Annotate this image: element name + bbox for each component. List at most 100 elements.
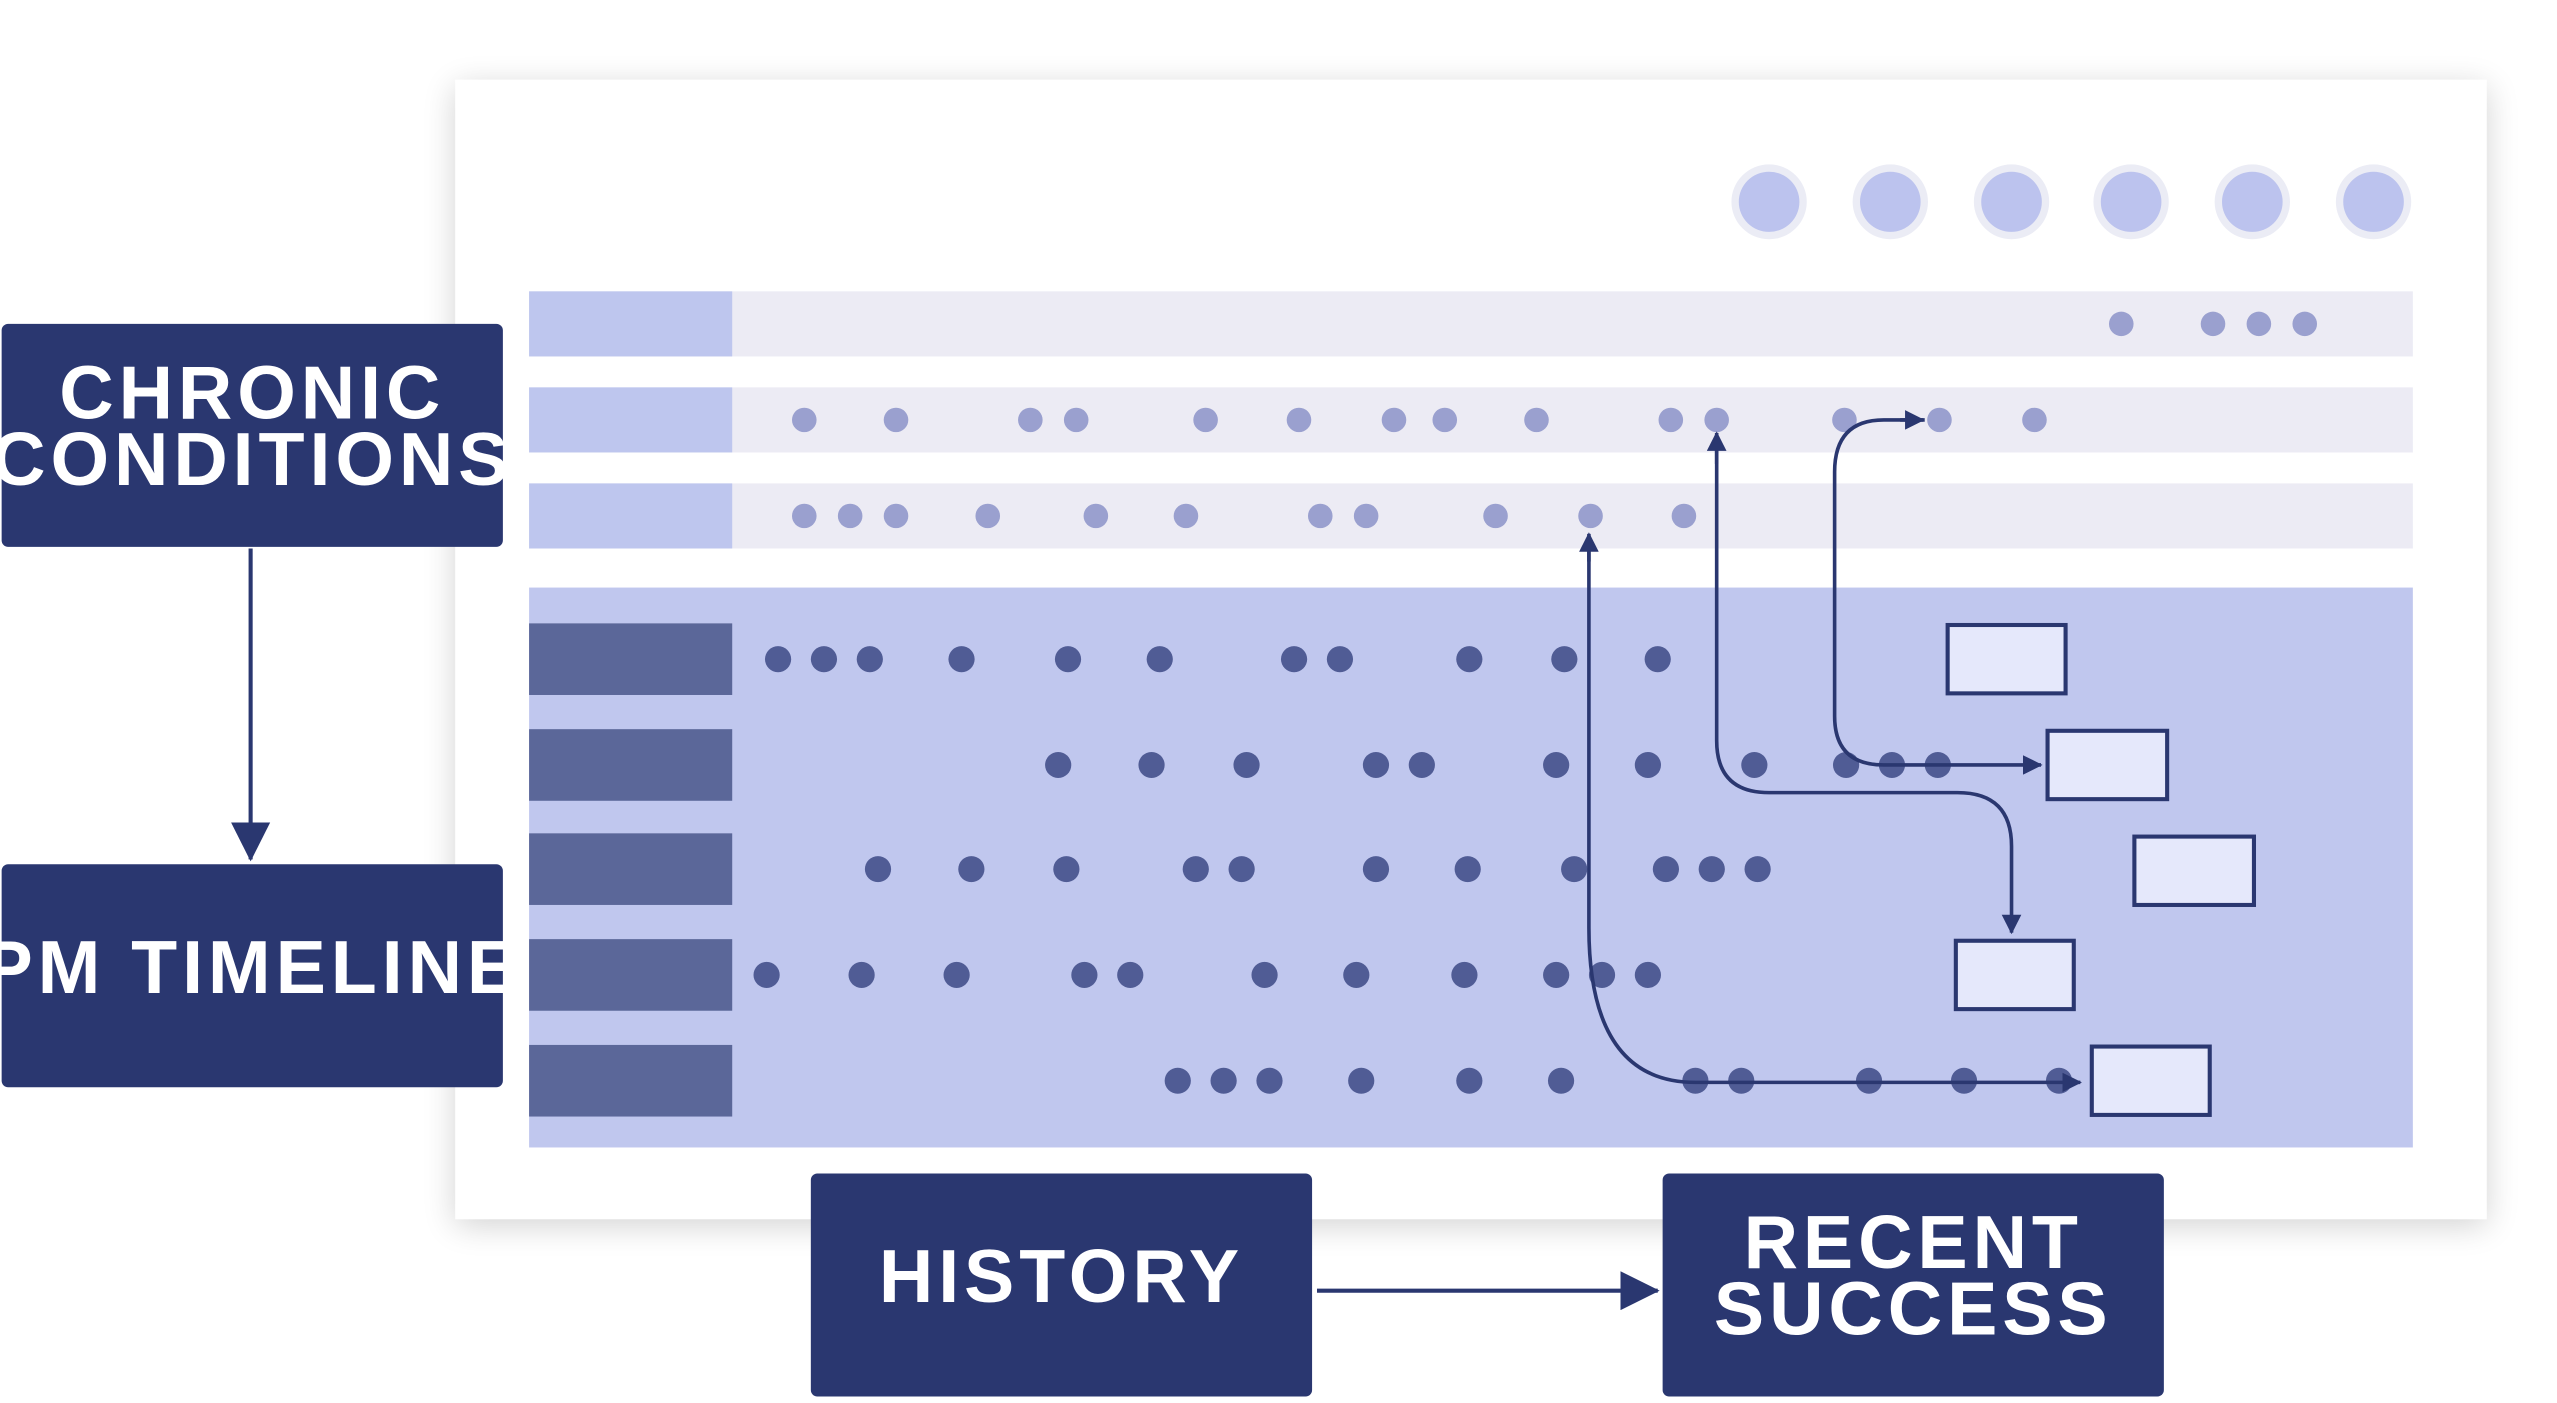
lower-event-dot bbox=[1054, 646, 1082, 673]
lower-event-dot bbox=[1138, 751, 1165, 778]
upper-event-dot bbox=[1578, 503, 1603, 529]
upper-row-tab bbox=[529, 387, 733, 453]
upper-event-dot bbox=[2022, 407, 2047, 433]
lower-event-dot bbox=[1256, 1067, 1283, 1094]
upper-event-dot bbox=[1483, 503, 1508, 529]
upper-event-dot bbox=[2246, 311, 2272, 337]
upper-event-dot bbox=[1432, 407, 1458, 433]
lower-event-dot bbox=[958, 856, 985, 883]
upper-event-dot bbox=[975, 503, 1001, 529]
result-box bbox=[1953, 938, 2076, 1012]
upper-event-dot bbox=[2292, 311, 2318, 337]
upper-event-dot bbox=[2108, 311, 2134, 337]
lower-row-tab bbox=[529, 729, 733, 801]
lower-event-dot bbox=[1588, 961, 1616, 988]
lower-event-dot bbox=[1117, 961, 1144, 988]
upper-event-dot bbox=[837, 503, 863, 529]
lower-event-dot bbox=[1451, 961, 1478, 988]
result-box bbox=[1945, 622, 2068, 696]
history-box: HISTORY bbox=[810, 1173, 1313, 1397]
lower-event-dot bbox=[1053, 856, 1080, 883]
upper-event-dot bbox=[1063, 407, 1089, 433]
connector-arrow-1 bbox=[1587, 550, 2082, 1093]
connector-arrow-3 bbox=[1832, 418, 2043, 775]
upper-row-tab bbox=[529, 291, 733, 357]
header-dot bbox=[2343, 171, 2404, 232]
upper-event-dot bbox=[883, 407, 909, 433]
upper-event-dot bbox=[791, 503, 817, 529]
lower-event-dot bbox=[1348, 1067, 1375, 1094]
lower-event-dot bbox=[1547, 1067, 1575, 1094]
lower-event-dot bbox=[764, 646, 792, 673]
lower-event-dot bbox=[1071, 961, 1098, 988]
lower-event-dot bbox=[1228, 856, 1255, 883]
header-dot bbox=[2222, 171, 2283, 232]
lower-event-dot bbox=[1634, 961, 1661, 988]
upper-event-dot bbox=[1381, 407, 1407, 433]
timeline-connectors bbox=[1579, 410, 2082, 1093]
lower-event-dot bbox=[1210, 1067, 1237, 1094]
lower-event-dot bbox=[1045, 751, 1072, 778]
result-boxes bbox=[1945, 622, 2257, 1117]
upper-event-dot bbox=[1286, 407, 1312, 433]
pm-timeline-box: PM TIMELINE bbox=[0, 864, 522, 1088]
upper-event-dot bbox=[1307, 503, 1333, 529]
lower-row-tab bbox=[529, 623, 733, 695]
lower-event-dot bbox=[948, 646, 975, 673]
upper-row-track bbox=[529, 387, 2413, 453]
recent-success-box: RECENT SUCCESS bbox=[1662, 1173, 2164, 1397]
lower-event-dot bbox=[1543, 961, 1570, 988]
lower-event-dot bbox=[943, 961, 970, 988]
pm-timeline-label: PM TIMELINE bbox=[0, 925, 522, 1009]
lower-event-dot bbox=[848, 961, 875, 988]
upper-event-dot bbox=[1832, 407, 1857, 433]
lower-event-dot bbox=[1634, 751, 1661, 778]
lower-event-dot bbox=[1456, 1067, 1483, 1094]
upper-event-dot bbox=[1927, 407, 1952, 433]
upper-event-dot bbox=[1173, 503, 1199, 529]
upper-event-dot bbox=[1193, 407, 1218, 433]
lower-event-dot bbox=[1551, 646, 1578, 673]
upper-event-dot bbox=[2200, 311, 2226, 337]
lower-event-dot bbox=[1744, 856, 1771, 883]
chronic-conditions-label-line2: CONDITIONS bbox=[0, 417, 513, 501]
lower-event-dot bbox=[1832, 751, 1860, 778]
lower-event-dot bbox=[810, 646, 838, 673]
lower-event-dot bbox=[1456, 646, 1483, 673]
recent-success-label-line1: RECENT bbox=[1744, 1200, 2083, 1284]
lower-event-dot bbox=[753, 961, 780, 988]
chronic-conditions-label-line1: CHRONIC bbox=[59, 351, 445, 435]
upper-event-dot bbox=[791, 407, 817, 433]
upper-event-dot bbox=[1704, 407, 1729, 433]
lower-event-dot bbox=[1233, 751, 1260, 778]
recent-success-label-line2: SUCCESS bbox=[1714, 1267, 2113, 1351]
lower-event-dot bbox=[1164, 1067, 1191, 1094]
header-dot-group bbox=[1731, 164, 2412, 240]
lower-event-dot bbox=[1343, 961, 1370, 988]
lower-event-dot bbox=[1652, 856, 1680, 883]
header-dot bbox=[2100, 171, 2162, 232]
lower-event-dot bbox=[1454, 856, 1481, 883]
upper-row-tab bbox=[529, 483, 733, 549]
upper-event-dot bbox=[1018, 407, 1043, 433]
lower-event-dot bbox=[1251, 961, 1278, 988]
lower-event-dot bbox=[864, 856, 892, 883]
lower-event-dot bbox=[1326, 646, 1354, 673]
upper-event-dot bbox=[883, 503, 909, 529]
upper-timeline-rows bbox=[529, 291, 2413, 549]
lower-event-dot bbox=[1543, 751, 1570, 778]
header-dot bbox=[1860, 171, 1921, 232]
chronic-conditions-box: CHRONIC CONDITIONS bbox=[0, 323, 513, 547]
lower-event-dot bbox=[1561, 856, 1588, 883]
lower-event-dot bbox=[1408, 751, 1435, 778]
result-box bbox=[2089, 1044, 2212, 1117]
lower-event-dot bbox=[1741, 751, 1768, 778]
history-label: HISTORY bbox=[879, 1234, 1244, 1318]
lower-event-dot bbox=[856, 646, 883, 673]
lower-timeline-rows bbox=[529, 623, 2073, 1117]
connector-arrow-2 bbox=[1714, 447, 2022, 935]
upper-event-dot bbox=[1083, 503, 1109, 529]
lower-event-dot bbox=[1362, 751, 1390, 778]
result-box bbox=[2045, 728, 2170, 802]
